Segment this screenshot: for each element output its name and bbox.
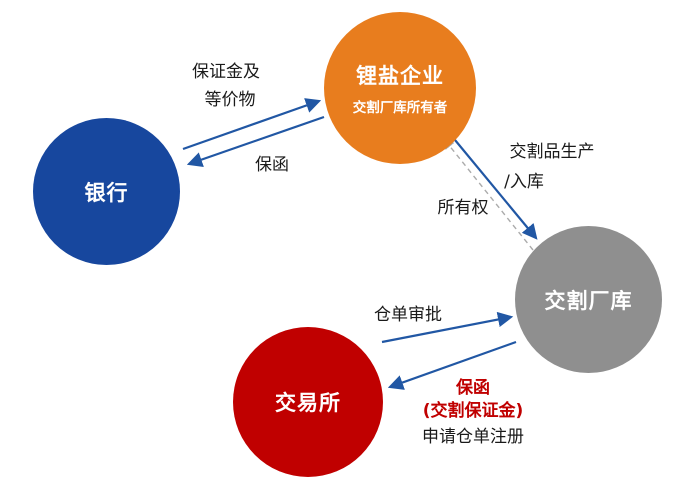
label-margin-line1: 保证金及: [192, 62, 260, 82]
label-receipt-registration: 申请仓单注册: [422, 427, 524, 447]
node-lithium-subtitle: 交割厂库所有者: [352, 100, 448, 116]
node-delivery-warehouse: 交割厂库: [515, 226, 662, 373]
node-exchange-label: 交易所: [275, 391, 341, 415]
node-bank-label: 银行: [84, 180, 129, 205]
arrow-warehouse-to-lithium: [442, 137, 534, 251]
arrow-exchange-to-warehouse: [381, 311, 514, 344]
label-production-line1: 交割品生产: [509, 142, 595, 162]
node-bank: 银行: [33, 118, 180, 265]
label-receipt-approval: 仓单审批: [374, 305, 442, 325]
label-production-line2: /入库: [504, 172, 544, 192]
label-guarantee-bank: 保函: [255, 155, 289, 175]
arrow-warehouse-to-exchange: [387, 340, 517, 390]
node-exchange: 交易所: [233, 327, 383, 477]
label-guarantee-exchange-line2: (交割保证金): [422, 401, 524, 421]
node-warehouse-label: 交割厂库: [544, 288, 633, 313]
label-ownership: 所有权: [437, 198, 489, 218]
label-guarantee-exchange-line1: 保函: [456, 378, 490, 398]
node-lithium-enterprise: 锂盐企业 交割厂库所有者: [324, 12, 476, 164]
arrow-bank-to-lithium: [182, 98, 322, 151]
arrow-lithium-to-warehouse: [454, 139, 538, 240]
node-lithium-title: 锂盐企业: [356, 64, 444, 88]
arrow-lithium-to-bank: [186, 115, 325, 167]
label-margin-line2: 等价物: [204, 90, 256, 110]
